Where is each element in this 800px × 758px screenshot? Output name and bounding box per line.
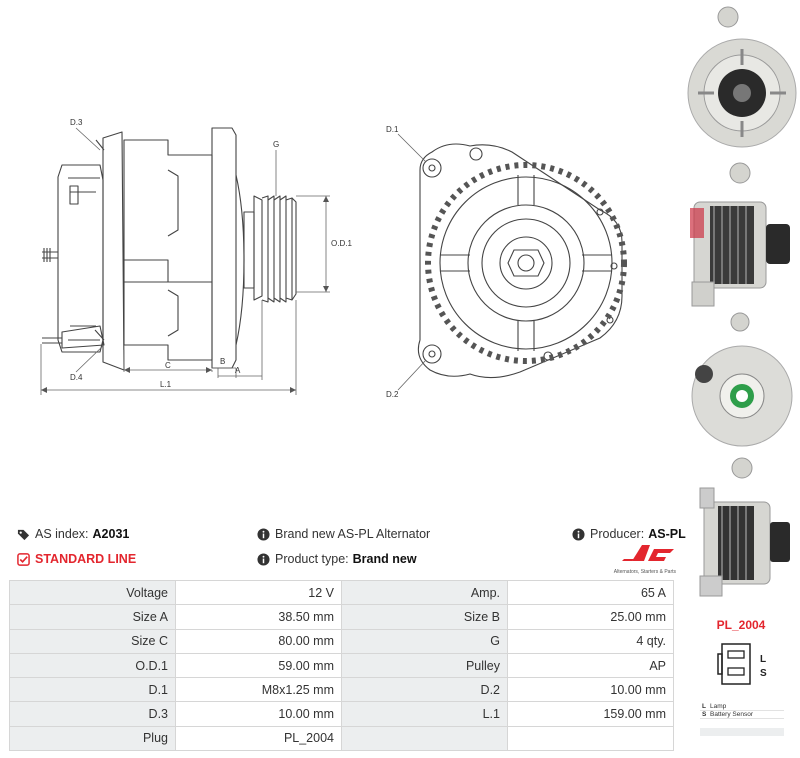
legend-name: Battery Sensor [710,711,753,718]
spec-key: G [341,628,508,654]
label-a: A [235,366,241,375]
spec-key: L.1 [341,701,508,727]
product-photo-rear[interactable] [684,312,800,482]
spec-value: 65 A [507,579,674,606]
spec-value: PL_2004 [175,725,342,752]
product-photo-front[interactable] [684,5,800,185]
label-d3: D.3 [70,118,83,127]
rear-cover-outline [57,164,104,353]
as-index-label: AS index: [35,527,89,541]
plug-legend: L Lamp S Battery Sensor [700,703,784,736]
line-info: STANDARD LINE [17,552,136,566]
info-icon [257,552,270,566]
spec-value: 38.50 mm [175,604,342,630]
plug-pin-l: L [760,654,766,665]
spec-key: Amp. [341,579,508,606]
spec-value: 159.00 mm [507,701,674,727]
spec-value: 25.00 mm [507,604,674,630]
front-flange [211,127,237,369]
check-square-icon [17,552,30,566]
legend-code: L [702,703,706,710]
legend-name: Lamp [710,703,727,710]
label-od1: O.D.1 [331,239,352,248]
legend-blank-row [700,728,784,736]
as-index-value: A2031 [92,527,130,541]
spec-key: D.2 [341,677,508,703]
housing-body [123,139,213,361]
label-d1: D.1 [386,125,399,134]
front-view [417,143,627,379]
bracket-flange [102,131,125,371]
legend-code: S [702,711,707,718]
description-text: Brand new AS-PL Alternator [275,527,431,541]
product-type-label: Product type: [275,552,349,566]
plug-pin-s: S [760,668,767,679]
plug-connector-diagram: L S [717,643,767,685]
spec-key: O.D.1 [9,652,176,679]
spec-value: 10.00 mm [507,677,674,703]
spec-value: 59.00 mm [175,652,342,679]
label-b: B [220,357,225,366]
spec-value: 10.00 mm [175,701,342,727]
as-index-info: AS index: A2031 [17,527,129,541]
info-icon [572,527,585,541]
spec-key: Voltage [9,579,176,606]
tags-icon [17,529,30,540]
spec-value: 12 V [175,579,342,606]
spec-key: Pulley [341,652,508,679]
spec-key [341,725,508,752]
label-l1: L.1 [160,380,172,389]
spec-key: Size A [9,604,176,630]
technical-drawings: D.3 D.4 G O.D.1 C B A L.1 D.1 D.2 [40,118,627,399]
legend-row: S Battery Sensor [700,711,784,719]
label-d2: D.2 [386,390,399,399]
logo-subtitle: Alternators, Starters & Parts [613,569,676,575]
product-type-value: Brand new [352,552,417,566]
product-photo-top[interactable] [684,484,800,604]
as-pl-logo: Alternators, Starters & Parts [604,543,676,575]
spec-value: 80.00 mm [175,628,342,654]
label-g: G [273,140,279,149]
spec-key: Size B [341,604,508,630]
producer-value: AS-PL [648,527,686,541]
spec-value: AP [507,652,674,679]
spec-value: M8x1.25 mm [175,677,342,703]
spec-key: D.3 [9,701,176,727]
spec-key: Plug [9,725,176,752]
plug-title: PL_2004 [716,618,766,632]
spec-value [507,725,674,752]
legend-row: L Lamp [700,703,784,711]
spec-value: 4 qty. [507,628,674,654]
standard-line-label: STANDARD LINE [35,552,137,566]
spec-key: D.1 [9,677,176,703]
label-c: C [165,361,171,370]
producer-label: Producer: [590,527,645,541]
pulley [253,195,263,301]
description-info: Brand new AS-PL Alternator [257,527,430,541]
spec-key: Size C [9,628,176,654]
producer-info: Producer: AS-PL [572,527,686,541]
product-photo-side[interactable] [684,182,800,312]
product-type-info: Product type: Brand new [257,552,417,566]
label-d4: D.4 [70,373,83,382]
info-icon [257,527,270,541]
